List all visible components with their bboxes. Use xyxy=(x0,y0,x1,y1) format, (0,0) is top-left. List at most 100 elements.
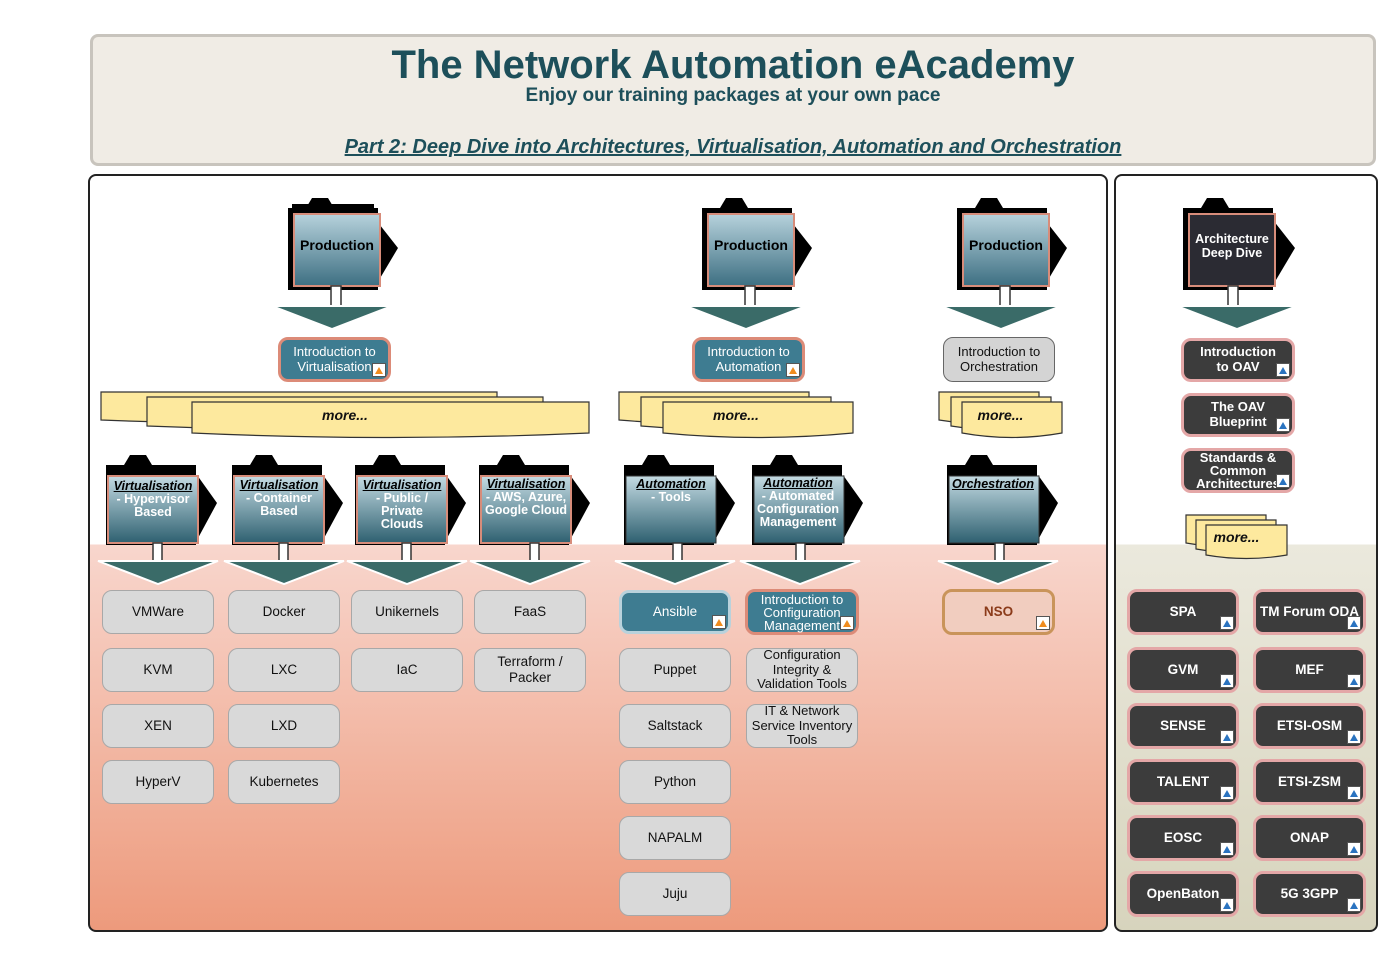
config-intro-line1: Introduction to xyxy=(760,591,844,607)
arch-item-eosc[interactable]: EOSC xyxy=(1127,815,1239,861)
oav-blueprint-button[interactable]: The OAV Blueprint xyxy=(1181,393,1295,437)
item-iac[interactable]: IaC xyxy=(351,648,463,692)
arch-item-onap[interactable]: ONAP xyxy=(1253,815,1366,861)
arch-item-mef[interactable]: MEF xyxy=(1253,647,1366,693)
category-title: Automation xyxy=(636,477,706,491)
item-faas[interactable]: FaaS xyxy=(474,590,586,634)
arrow-automation xyxy=(685,285,807,331)
category-label-automated: Automation - Automated Configuration Man… xyxy=(754,477,842,529)
category-title: Virtualisation xyxy=(239,478,319,492)
category-line: Management xyxy=(759,515,837,529)
category-line: Private xyxy=(381,504,423,518)
architecture-folder-line1: Architecture xyxy=(1195,232,1269,247)
production-folder-automation[interactable] xyxy=(702,198,812,290)
item-python[interactable]: Python xyxy=(619,760,731,804)
architecture-folder[interactable] xyxy=(1183,198,1295,290)
category-folder-aws[interactable] xyxy=(479,455,590,545)
external-link-icon xyxy=(1276,474,1290,488)
arch-item-label: TM Forum ODA xyxy=(1260,604,1359,620)
item-juju[interactable]: Juju xyxy=(619,872,731,916)
standards-line3: Architectures xyxy=(1196,476,1280,491)
item-lxd[interactable]: LXD xyxy=(228,704,340,748)
category-line: - Public / xyxy=(375,491,429,505)
item-docker[interactable]: Docker xyxy=(228,590,340,634)
external-link-icon xyxy=(1220,674,1234,688)
more-banner-orchestration[interactable] xyxy=(938,391,1063,439)
item-vmware[interactable]: VMWare xyxy=(102,590,214,634)
standards-line2: Common xyxy=(1209,463,1267,478)
category-folder-automated[interactable] xyxy=(752,455,863,545)
item-kvm[interactable]: KVM xyxy=(102,648,214,692)
item-service-inventory[interactable]: IT & Network Service Inventory Tools xyxy=(746,703,858,748)
external-link-icon xyxy=(1347,616,1361,630)
item-kubernetes[interactable]: Kubernetes xyxy=(228,760,340,804)
category-folder-public[interactable] xyxy=(355,455,466,545)
production-label-virtualisation: Production xyxy=(300,237,374,254)
oav-blueprint-line1: The OAV xyxy=(1211,399,1265,415)
external-link-icon xyxy=(1347,842,1361,856)
intro-oav-button[interactable]: Introduction to OAV xyxy=(1181,338,1295,382)
more-label-architecture: more... xyxy=(1213,529,1260,546)
arch-item-label: SPA xyxy=(1169,604,1197,620)
external-link-icon xyxy=(1220,842,1234,856)
arch-item-label: TALENT xyxy=(1156,774,1210,790)
config-intro-line2: Configuration xyxy=(763,604,841,620)
arrow-virtualisation xyxy=(271,285,393,331)
inventory-line2: Service Inventory xyxy=(751,717,853,733)
item-config-integrity[interactable]: Configuration Integrity & Validation Too… xyxy=(746,647,858,692)
category-line: Configuration xyxy=(757,502,839,516)
category-folder-hypervisor[interactable] xyxy=(106,455,217,545)
arch-item-talent[interactable]: TALENT xyxy=(1127,759,1239,805)
external-link-icon xyxy=(372,363,386,377)
item-nso[interactable]: NSO xyxy=(942,589,1055,635)
intro-configuration-button[interactable]: Introduction to Configuration Management xyxy=(745,589,859,635)
arch-item-sense[interactable]: SENSE xyxy=(1127,703,1239,749)
more-banner-virtualisation[interactable] xyxy=(100,391,590,439)
item-xen[interactable]: XEN xyxy=(102,704,214,748)
category-line: Based xyxy=(260,504,298,518)
item-unikernels[interactable]: Unikernels xyxy=(351,590,463,634)
intro-virtualisation-line1: Introduction to xyxy=(293,343,376,359)
arch-item-tm-forum-oda[interactable]: TM Forum ODA xyxy=(1253,589,1366,635)
external-link-icon xyxy=(1276,418,1290,432)
intro-orchestration-line2: Orchestration xyxy=(959,358,1039,374)
production-folder-orchestration[interactable] xyxy=(957,198,1067,290)
arch-item-gvm[interactable]: GVM xyxy=(1127,647,1239,693)
production-folder-virtualisation[interactable] xyxy=(288,198,398,290)
external-link-icon xyxy=(786,363,800,377)
standards-button[interactable]: Standards & Common Architectures xyxy=(1181,448,1295,493)
category-title: Orchestration xyxy=(952,477,1034,491)
intro-automation-button[interactable]: Introduction to Automation xyxy=(692,337,805,382)
architecture-folder-label: Architecture Deep Dive xyxy=(1189,222,1275,272)
intro-orchestration-button[interactable]: Introduction to Orchestration xyxy=(943,337,1055,382)
category-folder-orchestration[interactable] xyxy=(947,455,1058,545)
more-banner-automation[interactable] xyxy=(618,391,854,439)
item-lxc[interactable]: LXC xyxy=(228,648,340,692)
intro-virtualisation-button[interactable]: Introduction to Virtualisation xyxy=(278,337,391,382)
item-terraform[interactable]: Terraform / Packer xyxy=(474,648,586,692)
category-label-public: Virtualisation - Public / Private Clouds xyxy=(357,479,447,531)
arch-item-spa[interactable]: SPA xyxy=(1127,589,1239,635)
item-napalm[interactable]: NAPALM xyxy=(619,816,731,860)
category-line: Based xyxy=(134,505,172,519)
arch-item-label: OpenBaton xyxy=(1146,886,1220,902)
part-link[interactable]: Part 2: Deep Dive into Architectures, Vi… xyxy=(344,136,1122,158)
arch-item-label: GVM xyxy=(1167,662,1199,678)
item-saltstack[interactable]: Saltstack xyxy=(619,704,731,748)
category-folder-tools[interactable] xyxy=(624,455,735,545)
external-link-icon xyxy=(1220,786,1234,800)
category-folder-container[interactable] xyxy=(232,455,343,545)
item-hyperv[interactable]: HyperV xyxy=(102,760,214,804)
category-line: - Tools xyxy=(650,490,692,504)
arch-item-openbaton[interactable]: OpenBaton xyxy=(1127,871,1239,917)
arch-item-etsi-osm[interactable]: ETSI-OSM xyxy=(1253,703,1366,749)
more-banner-architecture[interactable] xyxy=(1185,514,1288,560)
arch-item-etsi-zsm[interactable]: ETSI-ZSM xyxy=(1253,759,1366,805)
architecture-folder-line2: Deep Dive xyxy=(1201,246,1263,260)
item-puppet[interactable]: Puppet xyxy=(619,648,731,692)
intro-oav-line2: to OAV xyxy=(1216,359,1260,374)
arch-item-5g-3gpp[interactable]: 5G 3GPP xyxy=(1253,871,1366,917)
arch-item-label: ONAP xyxy=(1289,830,1329,846)
item-ansible[interactable]: Ansible xyxy=(619,590,731,634)
